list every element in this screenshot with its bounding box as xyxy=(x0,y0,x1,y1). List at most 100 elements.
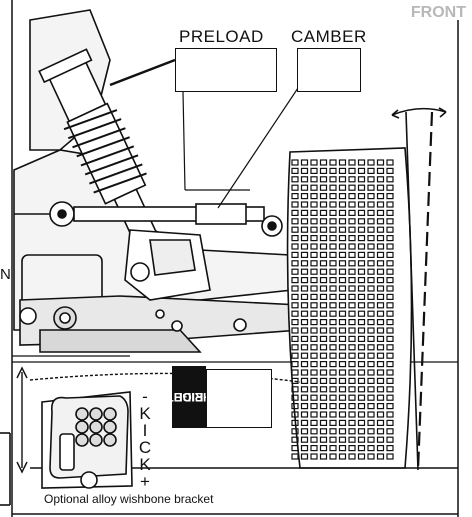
tread-block xyxy=(386,419,394,426)
tread-block xyxy=(329,394,337,401)
tread-block xyxy=(300,344,309,351)
tread-block xyxy=(310,193,318,200)
tread-block xyxy=(319,319,328,326)
tread-block xyxy=(386,361,394,368)
tread-block xyxy=(386,260,394,267)
tread-block xyxy=(291,419,299,426)
tread-block xyxy=(338,411,347,418)
tread-block xyxy=(386,251,394,258)
tread-block xyxy=(348,167,356,174)
tread-block xyxy=(386,218,394,225)
tread-block xyxy=(367,327,375,334)
tread-block xyxy=(386,428,394,435)
camber-input-box xyxy=(297,48,361,92)
tread-block xyxy=(367,377,375,384)
tread-block xyxy=(329,226,337,233)
tread-block xyxy=(310,436,318,443)
camber-label: CAMBER xyxy=(291,27,367,46)
tread-block xyxy=(376,285,385,292)
tread-block xyxy=(319,277,328,284)
tread-block xyxy=(367,201,375,208)
tread-block xyxy=(367,293,375,300)
tread-block xyxy=(338,293,347,300)
tread-block xyxy=(319,302,328,309)
tread-block xyxy=(319,218,328,225)
tread-block xyxy=(319,293,328,300)
tread-block xyxy=(319,344,328,351)
tread-block xyxy=(338,218,347,225)
tread-block xyxy=(291,235,299,242)
tread-block xyxy=(319,310,328,317)
tread-block xyxy=(300,319,309,326)
tread-block xyxy=(329,184,337,191)
tread-block xyxy=(376,327,385,334)
tread-block xyxy=(338,184,347,191)
tread-block xyxy=(310,377,318,384)
tread-block xyxy=(348,445,356,452)
tread-block xyxy=(300,218,309,225)
tread-block xyxy=(300,277,309,284)
tread-block xyxy=(386,285,394,292)
tread-block xyxy=(376,159,385,166)
tread-block xyxy=(367,419,375,426)
tread-block xyxy=(329,436,337,443)
tread-block xyxy=(376,226,385,233)
tread-block xyxy=(310,277,318,284)
tread-block xyxy=(357,327,366,334)
kick-letter-i: I xyxy=(142,421,148,440)
tread-block xyxy=(367,403,375,410)
tread-block xyxy=(338,436,347,443)
tread-block xyxy=(357,344,366,351)
tread-block xyxy=(348,310,356,317)
tread-block xyxy=(357,277,366,284)
tread-block xyxy=(357,386,366,393)
tread-block xyxy=(367,235,375,242)
tread-block xyxy=(386,453,394,460)
ride-height-line2: HEIGHT xyxy=(166,390,212,404)
tread-block xyxy=(357,226,366,233)
tread-block xyxy=(357,201,366,208)
tread-block xyxy=(300,453,309,460)
tread-block xyxy=(357,319,366,326)
tread-block xyxy=(376,428,385,435)
tread-block xyxy=(319,377,328,384)
tread-block xyxy=(329,193,337,200)
tread-block xyxy=(338,159,347,166)
tread-block xyxy=(291,285,299,292)
tread-block xyxy=(376,277,385,284)
tread-block xyxy=(367,394,375,401)
tread-block xyxy=(367,411,375,418)
tread-block xyxy=(367,209,375,216)
tread-block xyxy=(357,176,366,183)
tread-block xyxy=(386,184,394,191)
tread-block xyxy=(329,293,337,300)
tread-block xyxy=(329,335,337,342)
tread-block xyxy=(348,361,356,368)
tread-block xyxy=(310,310,318,317)
tread-block xyxy=(367,335,375,342)
tread-block xyxy=(367,310,375,317)
tread-block xyxy=(357,453,366,460)
tread-block xyxy=(319,201,328,208)
tread-block xyxy=(338,277,347,284)
tread-block xyxy=(310,201,318,208)
tread-block xyxy=(300,377,309,384)
tread-block xyxy=(386,193,394,200)
tread-block xyxy=(319,394,328,401)
tread-block xyxy=(338,445,347,452)
tread-block xyxy=(291,344,299,351)
tread-block xyxy=(329,209,337,216)
tread-block xyxy=(367,436,375,443)
tread-block xyxy=(291,268,299,275)
tread-block xyxy=(310,209,318,216)
tread-block xyxy=(329,218,337,225)
tread-block xyxy=(357,361,366,368)
tread-block xyxy=(319,436,328,443)
tread-block xyxy=(386,327,394,334)
tread-block xyxy=(329,251,337,258)
tread-block xyxy=(319,369,328,376)
tread-block xyxy=(300,361,309,368)
kick-letter-c: C xyxy=(138,438,152,457)
tread-block xyxy=(291,277,299,284)
partial-left-label: N xyxy=(0,266,11,283)
